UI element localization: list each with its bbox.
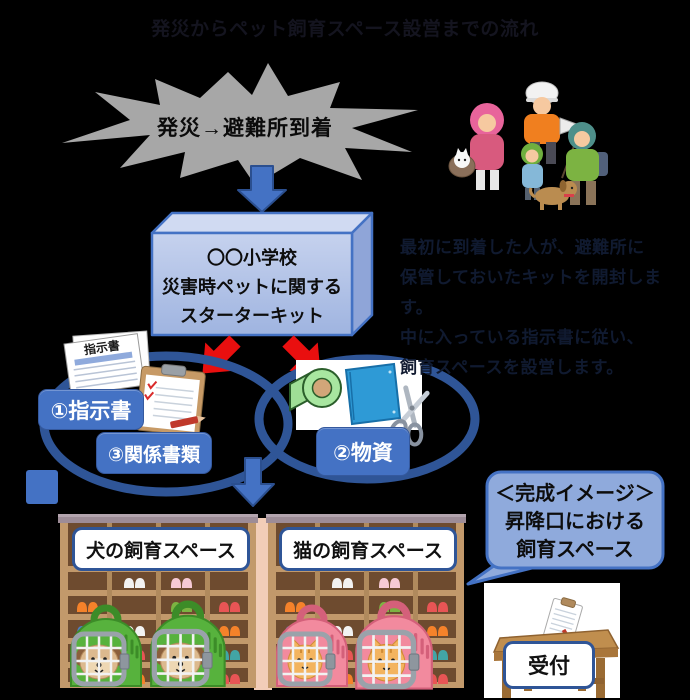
kit-box-line-1: 〇〇小学校 (207, 248, 297, 268)
supplies-illustration (289, 360, 430, 447)
speech-bubble-shape (466, 470, 665, 586)
down-arrow-2-icon (231, 457, 275, 507)
down-arrow-1-icon (237, 165, 287, 213)
supplies-ellipse (254, 354, 480, 484)
bubble-line-2: 昇降口における (505, 511, 645, 533)
evacuating-family-illustration (448, 81, 608, 210)
starter-kit-box-text: 〇〇小学校 災害時ペットに関する スターターキット (152, 244, 352, 331)
bubble-line-1: ＜完成イメージ＞ (495, 483, 655, 505)
cat-space-label: 猫の飼育スペース (279, 527, 457, 571)
kit-box-line-3: スターターキット (180, 306, 324, 326)
completion-bubble-text: ＜完成イメージ＞ 昇降口における 飼育スペース (487, 480, 663, 564)
paper-title: 指示書 (83, 337, 121, 357)
description-line-4: 飼育スペースを設営します。 (400, 358, 624, 377)
procedure-description: 最初に到着した人が、避難所に 保管しておいたキットを開封します。 中に入っている… (400, 233, 688, 383)
instruction-paper-illustration: 指示書 (63, 330, 151, 397)
disaster-starburst-label: 発災→避難所到着 (157, 117, 333, 140)
supplies-label-pill: ②物資 (316, 427, 410, 476)
documents-label-pill: ③関係書類 (96, 432, 212, 474)
reception-label: 受付 (503, 641, 595, 689)
instructions-label-pill: ①指示書 (38, 389, 144, 430)
bubble-line-3: 飼育スペース (516, 539, 634, 561)
clipboard-illustration (135, 363, 206, 437)
shelf-gap-pillar (254, 518, 272, 690)
blue-tarp-icon (344, 362, 402, 426)
disaster-starburst-shape (62, 63, 418, 185)
dog-space-label: 犬の飼育スペース (72, 527, 250, 571)
description-line-1: 最初に到着した人が、避難所に (400, 238, 645, 257)
page-title: 発災からペット飼育スペース設営までの流れ (151, 19, 539, 40)
description-line-2: 保管しておいたキットを開封します。 (400, 268, 662, 317)
blue-corner-mark (26, 470, 58, 504)
kit-box-line-2: 災害時ペットに関する (162, 277, 342, 297)
tape-roll-icon (289, 368, 342, 412)
description-line-3: 中に入っている指示書に従い、 (400, 328, 645, 347)
starter-kit-box (150, 211, 374, 337)
